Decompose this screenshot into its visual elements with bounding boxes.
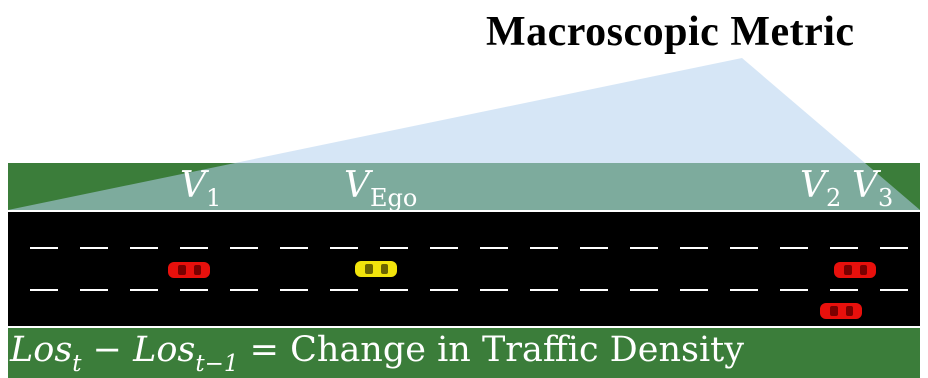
road [8, 210, 920, 328]
eq-minus: − [81, 330, 134, 370]
label-v1: V1 [180, 165, 222, 212]
eq-sub-t-1: t−1 [195, 351, 239, 377]
eq-sub-t: t [72, 351, 82, 377]
eq-rest: = Change in Traffic Density [238, 330, 744, 370]
eq-term-los-t: Los [10, 330, 73, 370]
car-v3 [820, 303, 862, 319]
label-v3: V3 [852, 165, 894, 212]
diagram-title: Macroscopic Metric [486, 9, 855, 55]
bottom-grass-strip [8, 328, 920, 378]
metric-coverage-overlay [8, 58, 920, 210]
car-ego [355, 261, 397, 277]
label-v2: V2 [800, 165, 842, 212]
eq-term-los-t-1: Los [133, 330, 196, 370]
label-v-ego: VEgo [344, 165, 418, 212]
car-v1 [168, 262, 210, 278]
density-equation: Lost − Lost−1 = Change in Traffic Densit… [10, 333, 744, 376]
car-v2 [834, 262, 876, 278]
